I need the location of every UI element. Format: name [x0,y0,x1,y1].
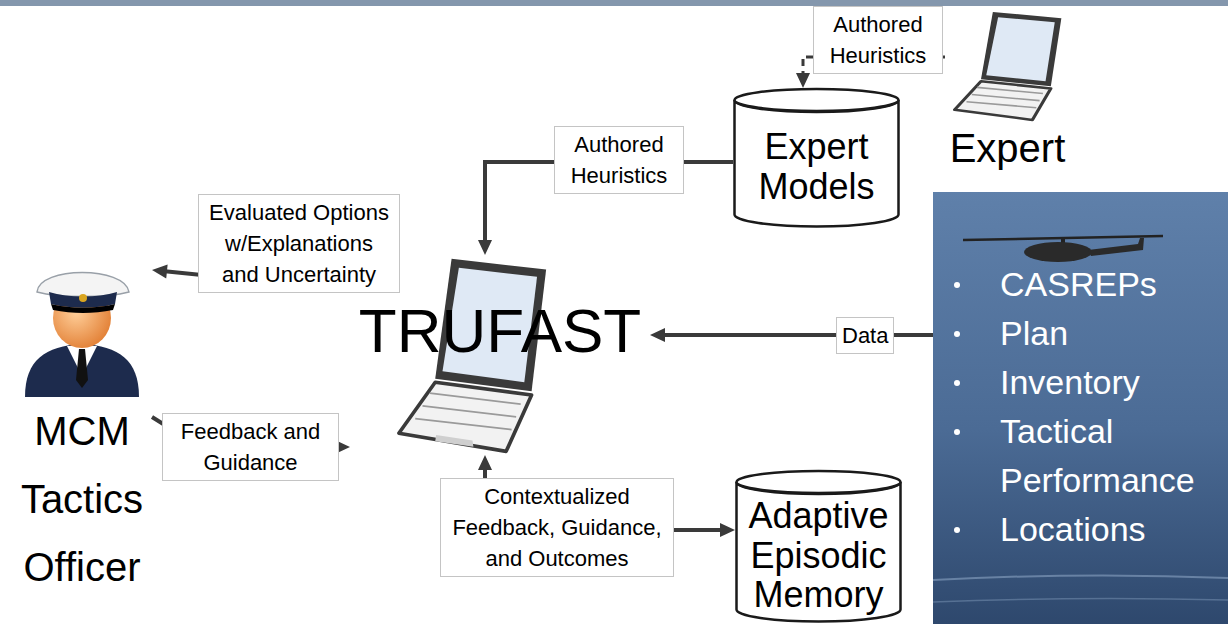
node-text: Expert Models [739,127,894,206]
bullet-row: Tactical Performance [1000,407,1222,505]
cylinder-body [735,100,899,227]
arrow-head [478,240,492,255]
bullet-dot [954,380,960,386]
node-text: Locations [1000,505,1222,554]
arrow-head [650,328,665,342]
edge-label: Authored Heuristics [554,126,684,194]
node-text: CASREPs [1000,260,1222,309]
bullet-row: Inventory [1000,358,1222,407]
node-text: TRUFAST [350,295,650,367]
text-holder: Expert Models [739,112,894,222]
edge-label: Evaluated Options w/Explanations and Unc… [198,194,400,293]
laptop-icon [952,10,1064,122]
cylinder-body [737,482,901,622]
bullet-row: Plan [1000,309,1222,358]
arrow-head [796,73,810,88]
database-cylinder: Expert Models [733,88,900,228]
node-text: Expert [945,124,1070,172]
icon-holder [952,10,1064,122]
node-text: Adaptive Episodic Memory [741,496,896,615]
helicopter-photo [933,192,1228,624]
database-cylinder: Adaptive Episodic Memory [735,470,902,623]
text-holder: TRUFAST [350,295,650,367]
cylinder-top [735,89,899,111]
text-holder: MCM Tactics Officer [12,397,152,601]
bullet-dot [954,331,960,337]
edge-label: Data [836,317,894,354]
bullet-dot [954,527,960,533]
arrow-head [478,455,492,470]
node-text: MCM Tactics Officer [12,397,152,601]
arrow-head [152,265,168,279]
edge-label: Feedback and Guidance [162,413,339,481]
actor-node: MCM Tactics Officer [12,252,152,602]
bullet-dot [954,429,960,435]
icon-holder [933,192,1228,624]
node-text: Inventory [1000,358,1222,407]
expert-node: Expert [945,10,1070,182]
bullet-row: CASREPs [1000,260,1222,309]
arrow-head [720,523,735,537]
officer-icon [17,252,147,397]
node-text: Plan [1000,309,1222,358]
edge-label: Authored Heuristics [813,6,943,74]
icon-holder [17,252,147,397]
edge-label: Contextualized Feedback, Guidance, and O… [440,478,674,577]
data-panel: CASREPsPlanInventoryTactical Performance… [933,192,1228,624]
cylinder-top [737,471,901,493]
text-holder: Expert [945,124,1070,172]
text-holder: Adaptive Episodic Memory [741,494,896,617]
node-text: Tactical Performance [1000,407,1222,505]
text-holder: CASREPsPlanInventoryTactical Performance… [1000,260,1222,554]
bullet-dot [954,282,960,288]
bullet-row: Locations [1000,505,1222,554]
top-bar [0,0,1228,6]
